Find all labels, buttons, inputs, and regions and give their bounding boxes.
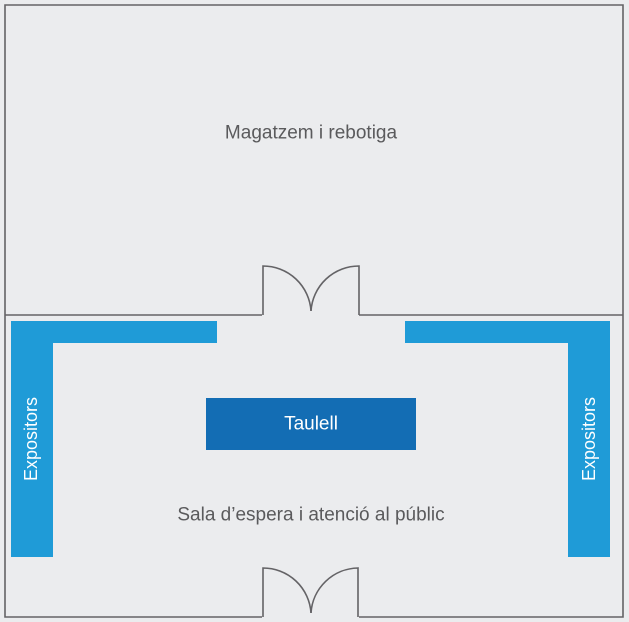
walls [4, 4, 624, 618]
storage-room-label: Magatzem i rebotiga [225, 123, 398, 144]
counter-label: Taulell [284, 414, 338, 435]
waiting-room-label: Sala d’espera i atenció al públic [177, 505, 444, 526]
door-leaf-left [262, 567, 312, 617]
door-leaf-left [262, 265, 312, 315]
outer-wall [4, 4, 624, 618]
door-entrance [262, 567, 359, 617]
display-right [405, 321, 610, 557]
display-left-label: Expositors [21, 397, 41, 481]
display-right-label: Expositors [579, 397, 599, 481]
display-left [11, 321, 217, 557]
door-storage [262, 265, 360, 315]
door-leaf-right [310, 567, 359, 617]
counter [206, 398, 416, 450]
door-leaf-right [310, 265, 360, 315]
